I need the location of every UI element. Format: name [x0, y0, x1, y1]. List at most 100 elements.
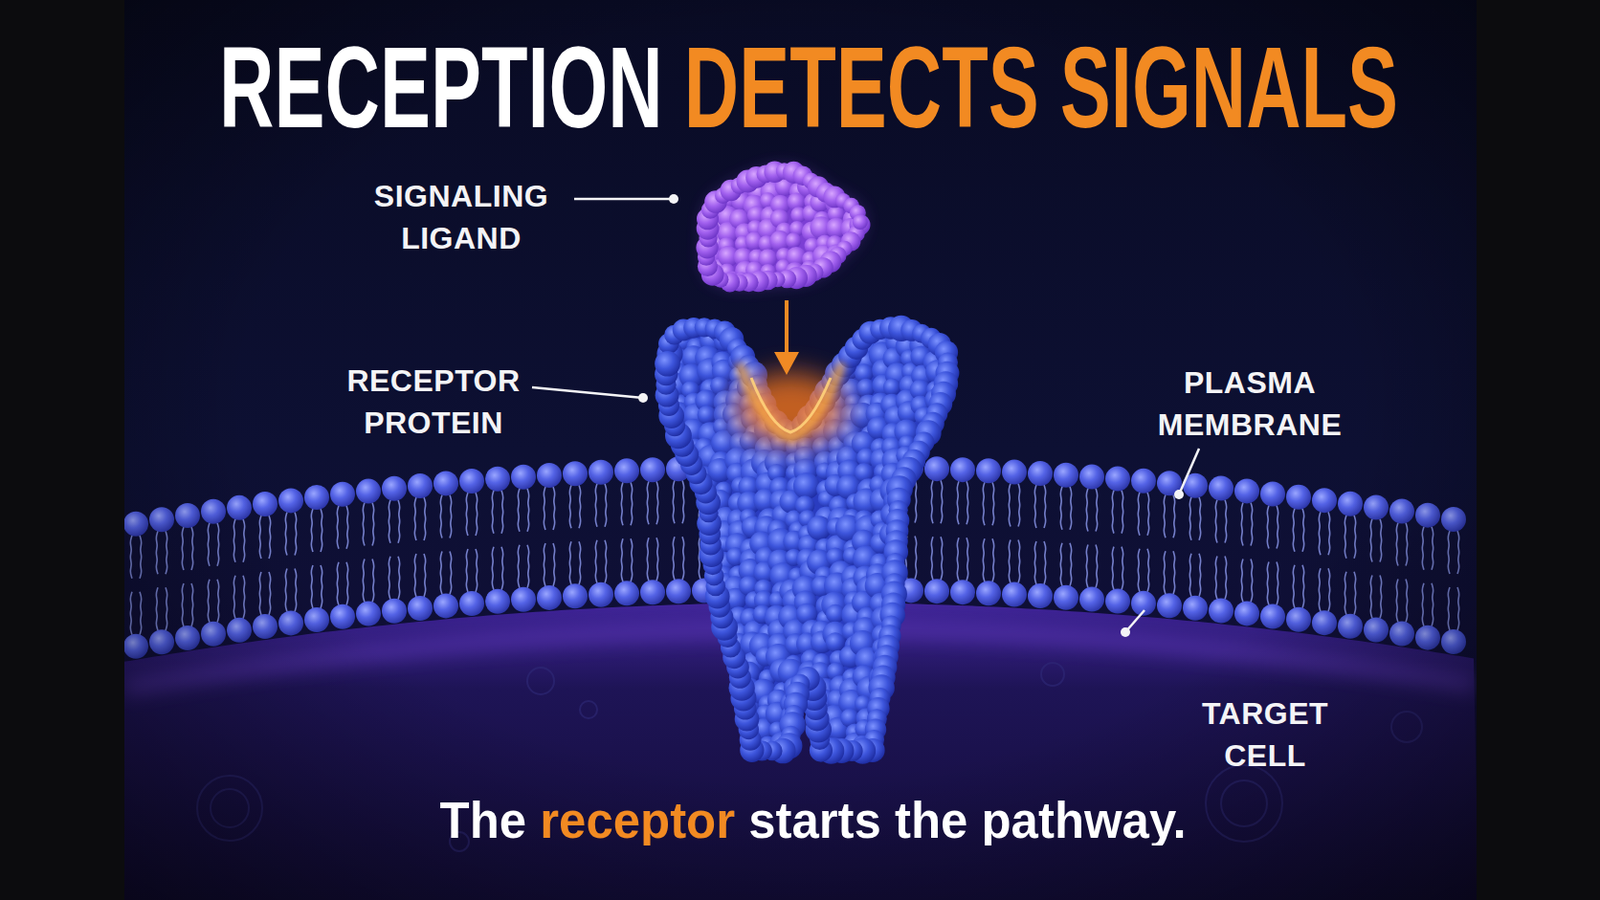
- phospholipid-head: [562, 461, 588, 487]
- phospholipid-head: [536, 585, 562, 611]
- cytoplasm: [124, 602, 1477, 900]
- lipid-tail: [165, 531, 168, 575]
- ligand-bead: [840, 286, 856, 302]
- part-label: PLASMA MEMBRANE: [1144, 361, 1356, 446]
- protein-bead: [779, 316, 806, 343]
- protein-bead: [794, 301, 820, 327]
- protein-bead: [753, 309, 775, 331]
- protein-bead: [825, 632, 845, 652]
- phospholipid-head: [1053, 463, 1079, 489]
- protein-bead: [743, 324, 763, 344]
- protein-bead: [899, 719, 921, 741]
- leader-dot: [1174, 489, 1184, 500]
- phospholipid-head: [1415, 503, 1441, 529]
- ligand-bead: [722, 154, 740, 172]
- phospholipid-head: [1363, 618, 1389, 644]
- protein-bead: [755, 333, 776, 355]
- lipid-tail: [982, 538, 985, 582]
- lipid-tail: [682, 480, 685, 524]
- protein-bead: [695, 750, 717, 772]
- bubble: [210, 789, 249, 828]
- protein-bead: [939, 431, 964, 456]
- protein-bead: [943, 637, 967, 661]
- protein-bead: [654, 351, 681, 378]
- part-label: TARGET CELL: [1159, 692, 1371, 778]
- lipid-tail: [1379, 576, 1382, 620]
- phospholipid-head: [1027, 583, 1053, 609]
- lipid-tail: [475, 549, 478, 593]
- protein-bead: [685, 621, 707, 643]
- lipid-tail: [139, 592, 142, 636]
- lipid-tail: [1292, 565, 1295, 609]
- lipid-tail: [1008, 484, 1011, 528]
- lipid-tail: [1034, 485, 1037, 529]
- protein-bead: [910, 706, 931, 727]
- lipid-tail: [604, 484, 607, 528]
- protein-bead: [640, 675, 666, 701]
- phospholipid-head: [304, 485, 330, 511]
- protein-bead: [911, 665, 937, 690]
- protein-bead: [935, 688, 961, 713]
- protein-bead: [929, 566, 951, 588]
- leader-line: [532, 387, 644, 399]
- lipid-tail: [1431, 527, 1434, 571]
- protein-bead: [652, 723, 671, 742]
- signaling-ligand: [674, 149, 876, 311]
- protein-bead: [926, 630, 952, 656]
- protein-bead: [641, 710, 663, 732]
- receptor-edge: [654, 315, 959, 765]
- lipid-tail: [336, 562, 339, 606]
- protein-bead: [692, 731, 718, 756]
- phospholipid-head: [407, 596, 433, 622]
- lipid-tail: [1224, 499, 1227, 543]
- lipid-tail: [414, 497, 417, 541]
- lipid-tail: [1095, 488, 1098, 533]
- bubble: [579, 701, 598, 719]
- phospholipid-head: [1208, 598, 1234, 623]
- phospholipid-head: [666, 578, 691, 604]
- protein-bead: [681, 666, 701, 687]
- protein-bead: [666, 577, 689, 600]
- lipid-tail: [1447, 587, 1450, 631]
- lipid-tail: [1163, 551, 1166, 595]
- protein-bead: [899, 632, 920, 653]
- lipid-tail: [1147, 492, 1150, 536]
- phospholipid-head: [149, 507, 175, 533]
- lipid-tail: [1379, 519, 1382, 563]
- lipid-tail: [527, 488, 530, 533]
- protein-bead: [788, 333, 807, 353]
- phospholipid-head: [1260, 481, 1286, 507]
- lipid-tail: [1396, 579, 1399, 623]
- protein-bead: [653, 590, 677, 614]
- protein-bead: [684, 730, 712, 757]
- protein-bead: [914, 623, 938, 647]
- phospholipid-head: [1131, 468, 1156, 494]
- organelle-bubbles: [197, 663, 1423, 852]
- lipid-tail: [1354, 572, 1356, 616]
- lipid-tail: [207, 523, 210, 567]
- phospholipid-head: [278, 610, 304, 636]
- protein-bead: [807, 343, 832, 368]
- protein-bead: [685, 720, 703, 738]
- lipid-tail: [553, 543, 556, 587]
- phospholipid-head: [485, 466, 511, 492]
- phospholipid-head: [1234, 478, 1260, 504]
- lipid-tail: [191, 527, 194, 571]
- leader-line: [574, 198, 674, 201]
- lipid-tail: [423, 497, 426, 541]
- phospholipid-head: [381, 476, 407, 502]
- protein-bead: [940, 595, 958, 613]
- phospholipid-head: [614, 458, 640, 484]
- protein-bead: [942, 518, 966, 542]
- protein-bead: [696, 648, 720, 672]
- protein-bead: [651, 663, 670, 682]
- bubble: [197, 776, 263, 842]
- protein-bead: [657, 710, 676, 729]
- lipid-tail: [466, 549, 468, 593]
- ligand-edge: [695, 160, 870, 292]
- arrow-shaft: [784, 300, 789, 356]
- protein-bead: [941, 423, 959, 442]
- protein-bead: [654, 630, 681, 657]
- protein-bead: [683, 689, 708, 714]
